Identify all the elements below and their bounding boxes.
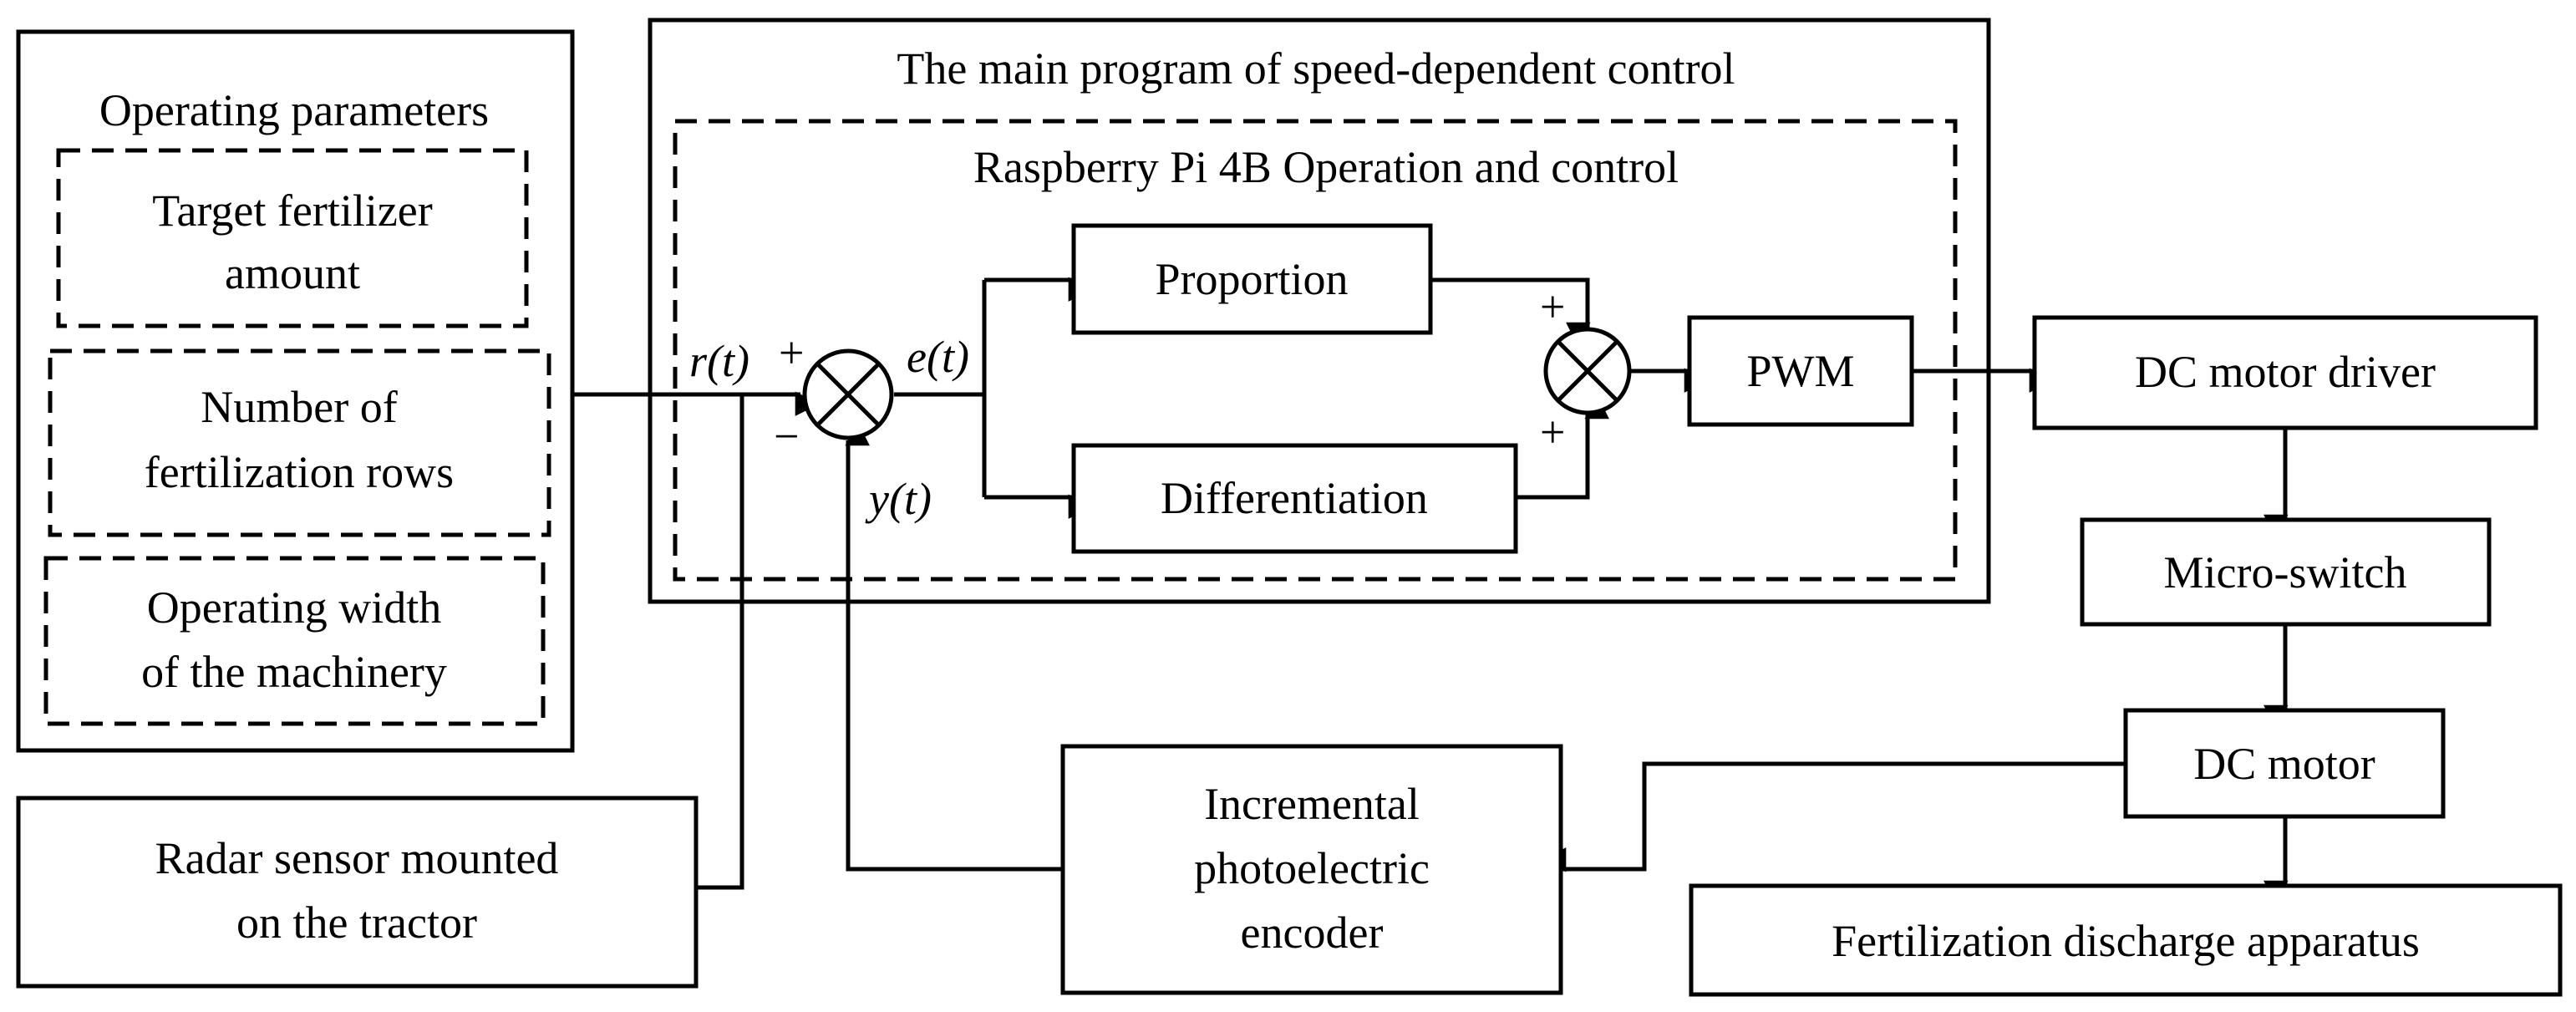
operating-width-line1: Operating width xyxy=(147,582,441,633)
controller-frame xyxy=(673,119,1958,582)
operating-width-line2: of the machinery xyxy=(141,647,447,697)
differentiation-block: Differentiation xyxy=(1071,443,1518,554)
svg-text:DC motor driver: DC motor driver xyxy=(2135,347,2436,397)
svg-text:Incremental: Incremental xyxy=(1204,779,1420,829)
pwm-block: PWM xyxy=(1687,315,1914,427)
micro-switch-block: Micro-switch xyxy=(2080,517,2492,627)
plus-sign-differentiation: + xyxy=(1540,407,1565,457)
svg-text:encoder: encoder xyxy=(1241,908,1384,958)
main-program-frame: The main program of speed-dependent cont… xyxy=(648,18,1991,604)
summing-junction-icon xyxy=(802,348,894,440)
fertilization-rows-line1: Number of xyxy=(201,382,397,432)
operating-parameters-title: Operating parameters xyxy=(99,85,489,135)
dc-motor-driver-block: DC motor driver xyxy=(2032,315,2538,430)
target-fertilizer-line2: amount xyxy=(225,248,360,298)
svg-text:Fertilization discharge appara: Fertilization discharge apparatus xyxy=(1832,916,2420,966)
output-signal-label: y(t) xyxy=(865,474,932,524)
fertilization-rows-line2: fertilization rows xyxy=(145,447,454,497)
svg-text:DC motor: DC motor xyxy=(2193,739,2375,789)
fertilization-discharge-block: Fertilization discharge apparatus xyxy=(1689,883,2563,997)
plus-sign-input: + xyxy=(779,328,804,378)
svg-text:photoelectric: photoelectric xyxy=(1194,843,1430,893)
plus-sign-proportion: + xyxy=(1540,282,1565,332)
proportion-block: Proportion xyxy=(1071,223,1433,335)
summing-junction-icon xyxy=(1543,327,1632,415)
target-fertilizer-amount-box xyxy=(56,148,529,328)
fertilization-rows-box xyxy=(48,348,551,537)
svg-text:Differentiation: Differentiation xyxy=(1161,473,1428,523)
dc-motor-block: DC motor xyxy=(2123,708,2446,819)
main-program-title: The main program of speed-dependent cont… xyxy=(897,43,1735,94)
controller-title: Raspberry Pi 4B Operation and control xyxy=(973,142,1679,192)
signal-wires xyxy=(572,277,2289,906)
operating-parameters-panel: Operating parameters Target fertilizer a… xyxy=(16,29,575,753)
svg-text:PWM: PWM xyxy=(1746,346,1854,396)
encoder-block: Incremental photoelectric encoder xyxy=(1060,744,1563,995)
svg-text:on the tractor: on the tractor xyxy=(236,898,477,948)
radar-sensor-block: Radar sensor mounted on the tractor xyxy=(16,796,699,989)
target-fertilizer-line1: Target fertilizer xyxy=(152,186,433,236)
svg-text:Proportion: Proportion xyxy=(1155,254,1348,304)
svg-text:Micro-switch: Micro-switch xyxy=(2164,547,2407,598)
error-signal-label: e(t) xyxy=(907,332,969,382)
svg-text:Radar sensor mounted: Radar sensor mounted xyxy=(155,833,559,883)
reference-signal-label: r(t) xyxy=(689,336,749,386)
operating-width-box xyxy=(43,556,546,726)
minus-sign-feedback: − xyxy=(774,411,799,461)
